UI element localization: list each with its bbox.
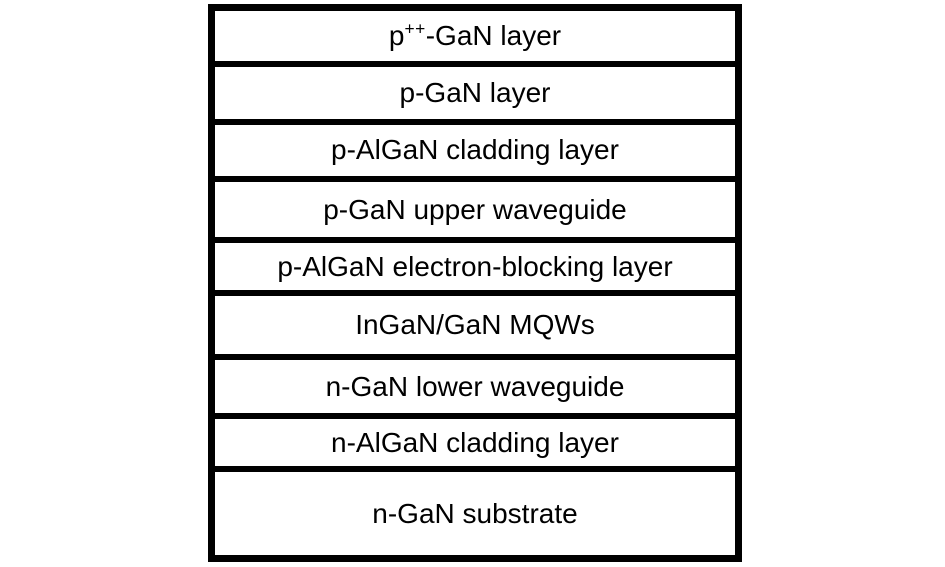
layer-row: p-AlGaN cladding layer xyxy=(215,118,735,177)
layer-label-post: p-GaN layer xyxy=(399,76,551,108)
layer-label: p-AlGaN electron-blocking layer xyxy=(277,250,673,282)
layer-label-post: InGaN/GaN MQWs xyxy=(355,309,595,341)
layer-label-pre: p xyxy=(388,19,405,51)
layer-label: p-AlGaN cladding layer xyxy=(331,136,619,164)
layer-label-superscript: ++ xyxy=(404,18,426,39)
layer-label-post: n-GaN lower waveguide xyxy=(325,370,625,402)
layer-label-post: n-GaN substrate xyxy=(372,497,578,529)
layer-label: n-GaN substrate xyxy=(372,497,578,529)
layer-row: p-AlGaN electron-blocking layer xyxy=(215,237,735,290)
layer-label-post: -GaN layer xyxy=(425,19,562,51)
layer-label: InGaN/GaN MQWs xyxy=(355,311,595,339)
layer-row: n-AlGaN cladding layer xyxy=(215,412,735,467)
layer-label: n-GaN lower waveguide xyxy=(325,370,625,402)
layer-row: p-GaN layer xyxy=(215,60,735,119)
layer-row: InGaN/GaN MQWs xyxy=(215,289,735,355)
layer-label-post: p-AlGaN electron-blocking layer xyxy=(277,250,673,282)
layer-label: p-GaN upper waveguide xyxy=(323,193,627,225)
layer-row: p-GaN upper waveguide xyxy=(215,176,735,238)
layer-label-post: n-AlGaN cladding layer xyxy=(331,426,619,458)
layer-row: p++-GaN layer xyxy=(215,11,735,61)
layer-row: n-GaN substrate xyxy=(215,466,735,555)
layer-label: p++-GaN layer xyxy=(388,18,562,51)
layer-label-post: p-GaN upper waveguide xyxy=(323,193,627,225)
layer-label: n-AlGaN cladding layer xyxy=(331,426,619,458)
layer-row: n-GaN lower waveguide xyxy=(215,354,735,413)
layer-label: p-GaN layer xyxy=(399,76,551,108)
layer-stack: p++-GaN layer p-GaN layer p-AlGaN claddi… xyxy=(208,4,742,562)
layer-label-post: p-AlGaN cladding layer xyxy=(331,134,619,166)
